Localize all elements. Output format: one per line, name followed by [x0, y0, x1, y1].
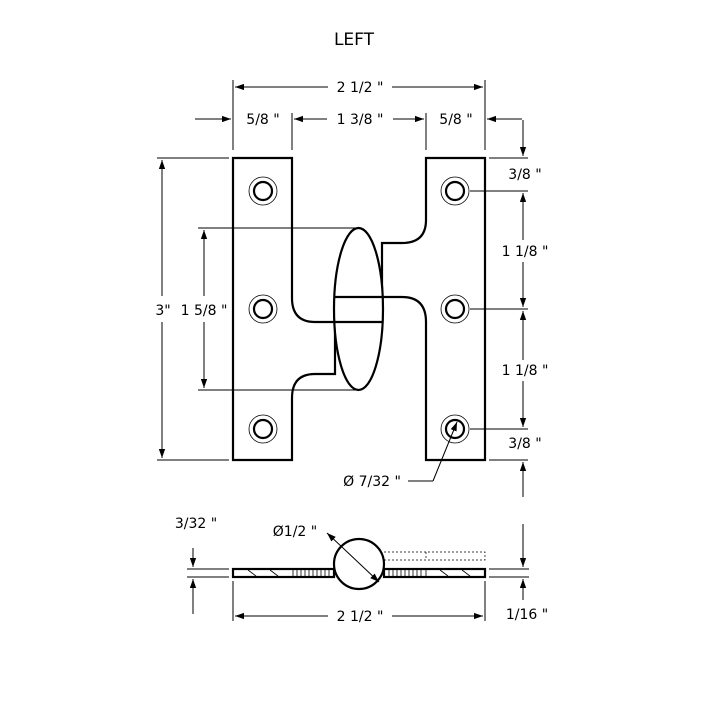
label-upper-spacing: 1 1/8 "	[502, 244, 549, 260]
label-overall-height: 3"	[155, 303, 170, 319]
dim-overall-width: 2 1/2 "	[235, 80, 483, 96]
dim-leaf-left-width: 5/8 "	[195, 112, 280, 128]
knuckle	[332, 226, 385, 392]
side-left-leaf	[231, 567, 336, 579]
dim-side-width: 2 1/2 "	[232, 581, 486, 625]
label-bottom-margin: 3/8 "	[508, 436, 541, 452]
side-right-leaf-hatch	[388, 569, 471, 577]
dim-overall-height: 3"	[155, 160, 171, 458]
side-left-leaf-hatch	[247, 569, 330, 577]
label-gap-width: 1 3/8 "	[337, 112, 384, 128]
screw-hole-right-bottom	[440, 414, 470, 444]
label-knuckle-diameter: Ø1/2 "	[273, 524, 317, 540]
screw-hole-left-middle	[248, 294, 278, 324]
side-view: Ø1/2 " 3/32 " 2 1/2 " 1/16 "	[175, 516, 548, 625]
hidden-leaf-outline	[384, 551, 486, 561]
dim-bottom-margin: 3/8 "	[508, 436, 542, 497]
label-leaf-left-width: 5/8 "	[246, 112, 279, 128]
dim-hole-diameter: Ø 7/32 "	[343, 421, 458, 490]
screw-hole-right-top	[440, 176, 470, 206]
dim-top-margin: 3/8 "	[508, 120, 542, 183]
front-view: 2 1/2 " 5/8 " 1 3/8 " 5/8 " 3" 1 5	[155, 80, 548, 497]
dim-upper-spacing: 1 1/8 "	[502, 193, 549, 307]
screw-hole-left-top	[248, 176, 278, 206]
dim-side-height: 3/32 "	[175, 516, 229, 614]
label-knuckle-height: 1 5/8 "	[181, 303, 228, 319]
dim-gap-width: 1 3/8 "	[294, 112, 424, 128]
screw-hole-left-bottom	[248, 414, 278, 444]
label-lower-spacing: 1 1/8 "	[502, 363, 549, 379]
right-leaf-outline	[380, 156, 487, 462]
dim-lower-spacing: 1 1/8 "	[502, 311, 549, 427]
label-side-width: 2 1/2 "	[337, 609, 384, 625]
label-leaf-thickness: 1/16 "	[506, 607, 548, 623]
screw-hole-right-middle	[440, 294, 470, 324]
label-top-margin: 3/8 "	[508, 167, 541, 183]
side-right-leaf	[382, 567, 487, 579]
dim-leaf-right-width: 5/8 "	[439, 112, 522, 128]
label-overall-width: 2 1/2 "	[337, 80, 384, 96]
label-side-height: 3/32 "	[175, 516, 217, 532]
dim-leaf-thickness: 1/16 "	[489, 524, 548, 623]
dim-knuckle-height: 1 5/8 "	[181, 230, 228, 388]
label-hole-diameter: Ø 7/32 "	[343, 474, 401, 490]
view-title: LEFT	[334, 30, 375, 50]
left-leaf-outline	[231, 156, 337, 462]
dim-knuckle-diameter: Ø1/2 "	[273, 524, 380, 583]
label-leaf-right-width: 5/8 "	[439, 112, 472, 128]
